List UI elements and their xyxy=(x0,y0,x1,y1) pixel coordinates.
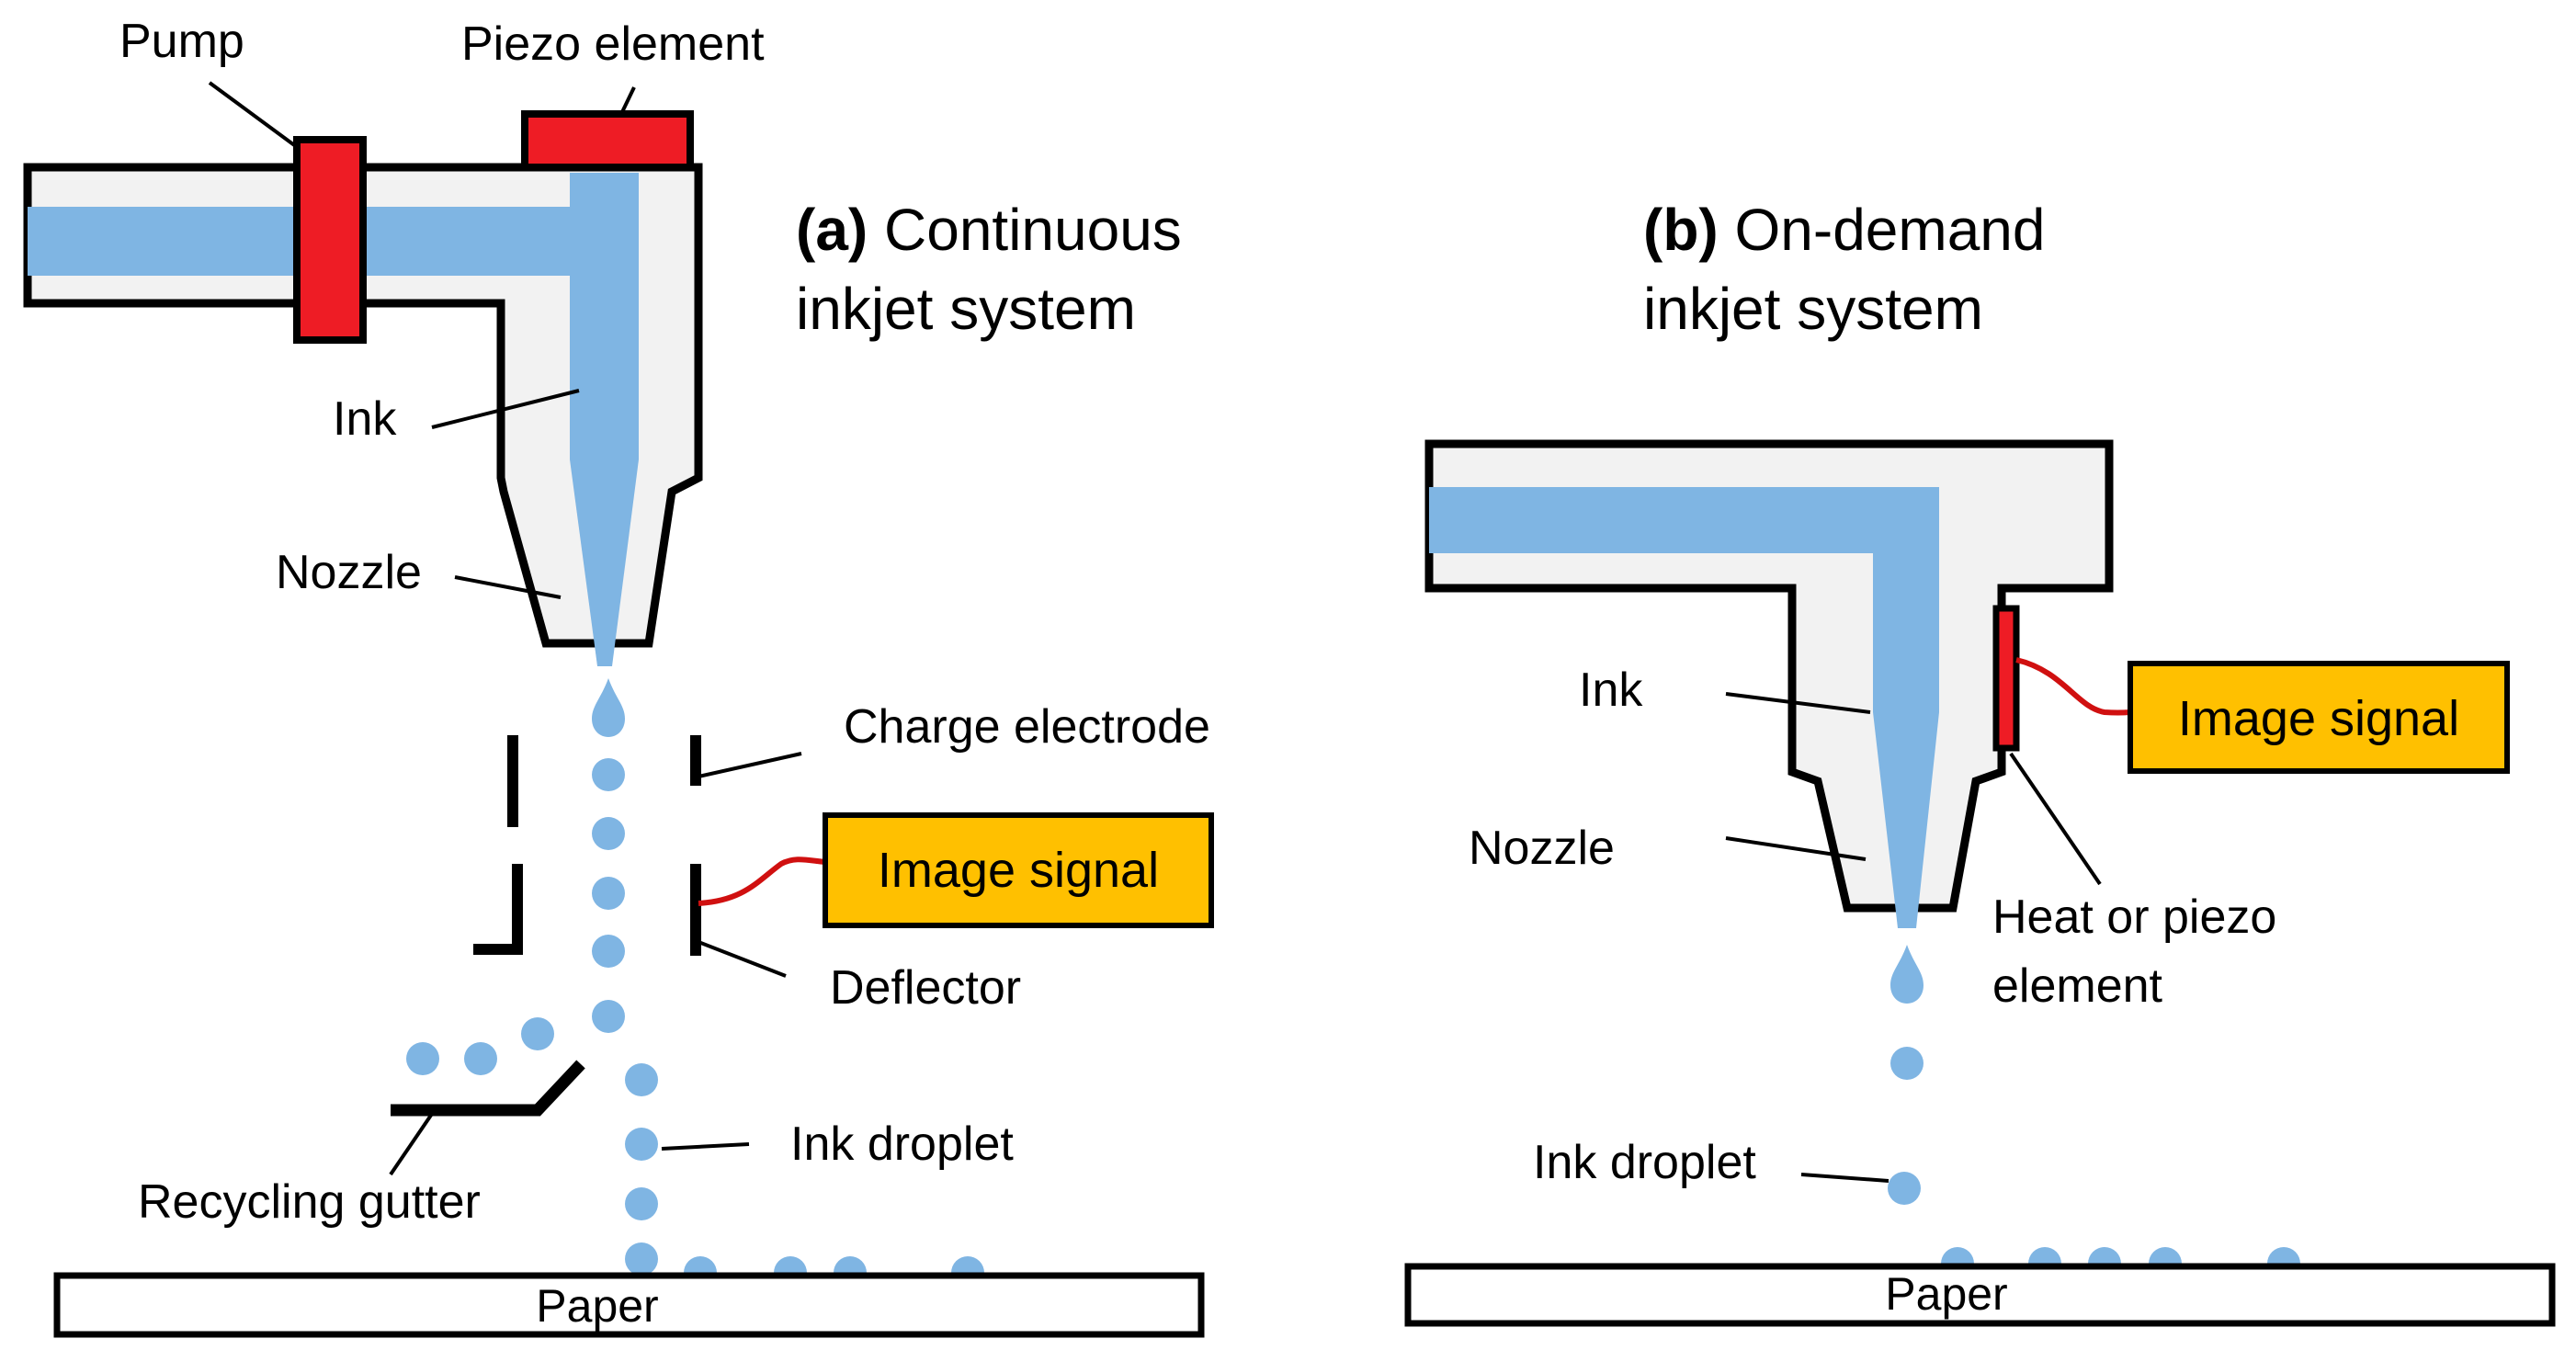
droplet xyxy=(625,1128,658,1161)
panel-a-droplet-stream xyxy=(406,758,984,1289)
panel-a-title-line1: (a) Continuous xyxy=(796,197,1182,263)
panel-b-title-line2: inkjet system xyxy=(1643,276,1983,342)
panel-b-nozzle-label: Nozzle xyxy=(1469,822,1615,875)
panel-b-ink-label: Ink xyxy=(1579,664,1643,717)
droplet xyxy=(592,935,625,968)
panel-a-image-signal-label: Image signal xyxy=(878,843,1159,898)
panel-b-on-demand: Image signal Paper Ink Nozzle Heat or pi… xyxy=(1404,197,2556,1327)
panel-b-image-signal-box xyxy=(2128,661,2510,774)
panel-a-continuous: Image signal Paper Pump Piezo element In… xyxy=(23,15,1214,1338)
droplet xyxy=(592,758,625,791)
panel-a-leader-lines xyxy=(208,81,802,1176)
panel-a-charge-electrode-label: Charge electrode xyxy=(844,700,1210,754)
panel-a-paper-label: Paper xyxy=(536,1280,658,1332)
panel-b-heat-piezo-element xyxy=(1992,605,2020,752)
panel-b-heat-piezo-label-line1: Heat or piezo xyxy=(1992,891,2276,944)
panel-b-paper-label: Paper xyxy=(1885,1268,2007,1320)
panel-a-charge-electrode xyxy=(507,735,701,827)
droplet xyxy=(625,1187,658,1220)
panel-a-ink-label: Ink xyxy=(333,392,397,446)
droplet xyxy=(592,1000,625,1033)
droplet xyxy=(406,1042,439,1075)
droplet xyxy=(464,1042,497,1075)
panel-b-ink-channel xyxy=(1429,487,1939,928)
droplet xyxy=(1888,1172,1921,1205)
droplet xyxy=(625,1242,658,1276)
panel-a-piezo-element xyxy=(521,110,694,171)
panel-a-pump xyxy=(293,136,367,344)
droplet xyxy=(592,817,625,850)
droplet xyxy=(521,1017,554,1050)
panel-a-drop-forming xyxy=(592,678,625,737)
panel-b-paper xyxy=(1404,1263,2556,1327)
panel-b-image-signal-label: Image signal xyxy=(2178,691,2459,746)
droplet xyxy=(592,877,625,910)
panel-b-ink-droplet-label: Ink droplet xyxy=(1533,1136,1756,1189)
panel-a-nozzle-label: Nozzle xyxy=(276,546,422,599)
panel-a-deflector xyxy=(473,864,701,956)
panel-b-heat-piezo-label-line2: element xyxy=(1992,959,2163,1013)
panel-a-title-line2: inkjet system xyxy=(796,276,1136,342)
panel-b-drop-forming xyxy=(1890,945,1923,1004)
panel-a-pump-label: Pump xyxy=(119,15,244,68)
panel-a-paper xyxy=(53,1272,1205,1338)
panel-b-signal-wire xyxy=(2015,657,2131,716)
panel-a-recycling-gutter-label: Recycling gutter xyxy=(138,1175,481,1229)
panel-a-image-signal-box xyxy=(823,812,1214,928)
panel-b-leader-lines xyxy=(1725,692,2102,1183)
droplet xyxy=(625,1063,658,1096)
droplet xyxy=(1890,1047,1923,1080)
panel-a-deflector-label: Deflector xyxy=(830,961,1021,1015)
panel-b-droplet-stream xyxy=(1888,1047,2300,1280)
panel-a-ink-droplet-label: Ink droplet xyxy=(790,1117,1014,1171)
panel-a-piezo-label: Piezo element xyxy=(461,17,765,71)
panel-b-title-line1: (b) On-demand xyxy=(1643,197,2045,263)
panel-a-recycling-gutter xyxy=(391,1060,585,1117)
panel-a-signal-wire xyxy=(698,857,826,906)
